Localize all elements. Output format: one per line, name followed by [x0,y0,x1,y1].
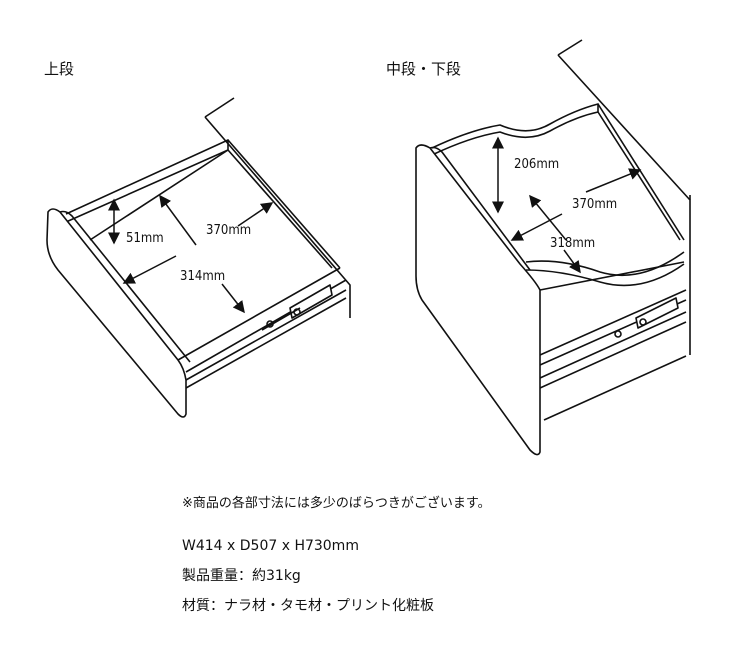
upper-dimension-arrows [108,194,274,314]
lower-width-dim: 318mm [550,236,595,251]
lower-drawer-label: 中段・下段 [386,60,462,78]
upper-width-dim: 314mm [180,269,225,284]
lower-height-dim: 206mm [514,157,559,172]
dimension-caution-note: ※商品の各部寸法には多少のばらつきがございます。 [182,496,491,511]
product-weight: 製品重量：約31kg [182,568,301,584]
upper-height-dim: 51mm [126,231,164,246]
lower-dimension-arrows [492,136,642,274]
upper-drawer [46,97,351,418]
product-material: 材質：ナラ材・タモ材・プリント化粧板 [182,598,434,614]
lower-depth-dim: 370mm [572,197,617,212]
lower-drawer [415,39,691,456]
upper-depth-dim: 370mm [206,223,251,238]
product-size: W414 x D507 x H730mm [182,538,359,554]
upper-drawer-label: 上段 [44,60,75,78]
